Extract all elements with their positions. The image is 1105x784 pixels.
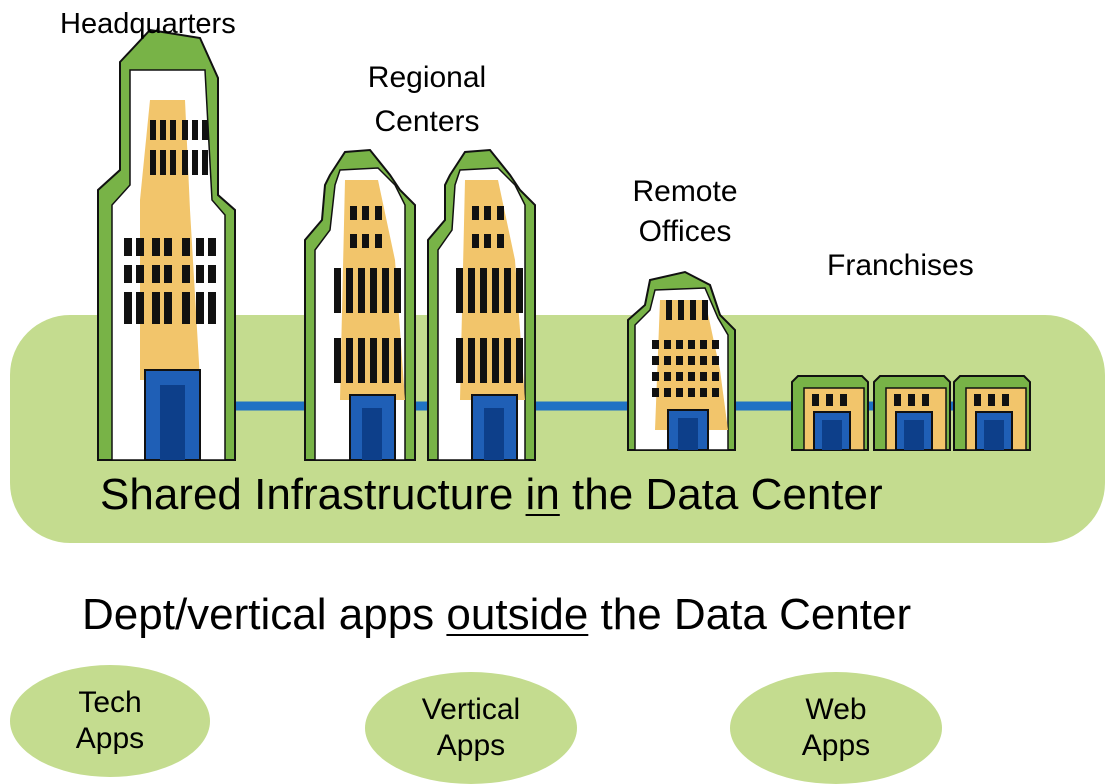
outside-caption-after: the Data Center bbox=[588, 590, 912, 639]
regional-center-building-icon bbox=[427, 148, 536, 461]
web-apps-line2: Apps bbox=[801, 729, 871, 762]
franchises-label: Franchises bbox=[827, 249, 974, 282]
headquarters-building-icon bbox=[97, 28, 236, 461]
shared-caption-emphasis: in bbox=[525, 470, 560, 519]
remote-label-line2: Offices bbox=[638, 215, 732, 248]
regional-centers-label: Regional Centers bbox=[352, 56, 502, 144]
tech-apps-line1: Tech bbox=[78, 686, 142, 719]
vertical-apps-line2: Apps bbox=[436, 729, 506, 762]
outside-caption-before: Dept/vertical apps bbox=[82, 590, 447, 639]
shared-infrastructure-caption: Shared Infrastructure in the Data Center bbox=[100, 470, 883, 520]
remote-label-line1: Remote bbox=[632, 175, 738, 208]
franchise-building-icon bbox=[873, 375, 951, 451]
outside-data-center-caption: Dept/vertical apps outside the Data Cent… bbox=[82, 590, 911, 640]
shared-caption-before: Shared Infrastructure bbox=[100, 470, 526, 519]
web-apps-line1: Web bbox=[805, 693, 867, 726]
tech-apps-line2: Apps bbox=[75, 722, 145, 755]
shared-caption-after: the Data Center bbox=[559, 470, 883, 519]
data-center-panel bbox=[10, 315, 1105, 543]
remote-office-building-icon bbox=[627, 270, 736, 451]
regional-center-building-icon bbox=[304, 148, 416, 461]
franchise-building-icon bbox=[791, 375, 869, 451]
remote-offices-label: Remote Offices bbox=[615, 172, 755, 252]
vertical-apps-line1: Vertical bbox=[421, 693, 521, 726]
regional-label-line2: Centers bbox=[374, 105, 480, 138]
tech-apps-oval: Tech Apps bbox=[10, 665, 210, 777]
franchise-building-icon bbox=[953, 375, 1031, 451]
headquarters-label: Headquarters bbox=[60, 8, 236, 40]
outside-caption-emphasis: outside bbox=[446, 590, 589, 639]
regional-label-line1: Regional bbox=[367, 61, 487, 94]
vertical-apps-oval: Vertical Apps bbox=[365, 672, 577, 784]
web-apps-oval: Web Apps bbox=[730, 672, 942, 784]
